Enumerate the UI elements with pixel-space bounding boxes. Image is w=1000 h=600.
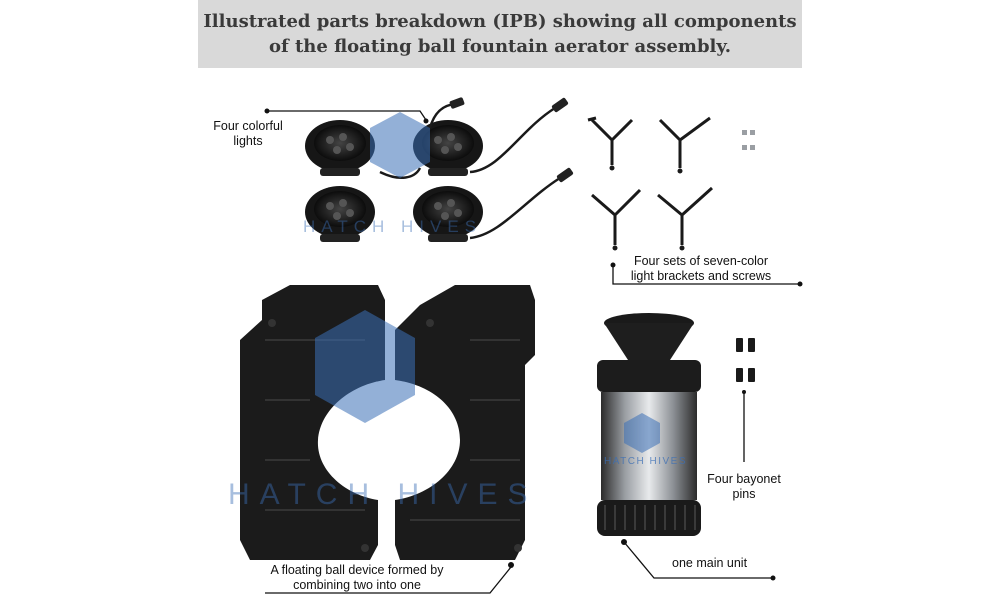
watermark-logo	[315, 112, 660, 453]
label-lights: Four colorful lights	[210, 119, 286, 149]
light-1	[305, 120, 375, 176]
bracket-screws	[742, 130, 755, 150]
label-pins-line1: Four bayonet	[707, 472, 781, 486]
light-brackets	[587, 116, 714, 245]
watermark-brand-small: HATCH HIVES	[604, 456, 687, 467]
label-brackets-line2: light brackets and screws	[630, 269, 772, 283]
label-float-line2: combining two into one	[293, 578, 421, 592]
watermark-brand-large: HATCH HIVES	[228, 478, 538, 511]
light-3	[305, 186, 375, 242]
label-pins: Four bayonet pins	[702, 472, 786, 502]
callout-dots	[264, 108, 803, 581]
label-lights-line1: Four colorful	[213, 119, 283, 133]
label-pins-line2: pins	[732, 487, 756, 501]
light-4	[413, 186, 483, 242]
label-float: A floating ball device formed by combini…	[262, 563, 452, 593]
label-brackets-line1: Four sets of seven-color	[633, 254, 769, 268]
label-lights-line2: lights	[233, 134, 263, 148]
watermark-brand-top: HATCH HIVES	[303, 217, 483, 236]
main-unit	[597, 313, 701, 536]
label-brackets: Four sets of seven-color light brackets …	[612, 254, 790, 284]
title-band: Illustrated parts breakdown (IPB) showin…	[198, 0, 802, 68]
cable-connectors	[449, 97, 574, 183]
bayonet-pins	[736, 338, 755, 382]
bracket-tips	[609, 165, 685, 251]
float-half-right	[395, 285, 535, 560]
watermark-url: www.hatchhives.com	[554, 418, 570, 585]
label-float-line1: A floating ball device formed by	[270, 563, 444, 577]
label-main-unit: one main unit	[672, 556, 748, 570]
light-2	[413, 120, 483, 176]
callout-lines	[265, 110, 800, 594]
title-line-2: of the floating ball fountain aerator as…	[268, 36, 732, 57]
title-line-1: Illustrated parts breakdown (IPB) showin…	[203, 11, 797, 32]
